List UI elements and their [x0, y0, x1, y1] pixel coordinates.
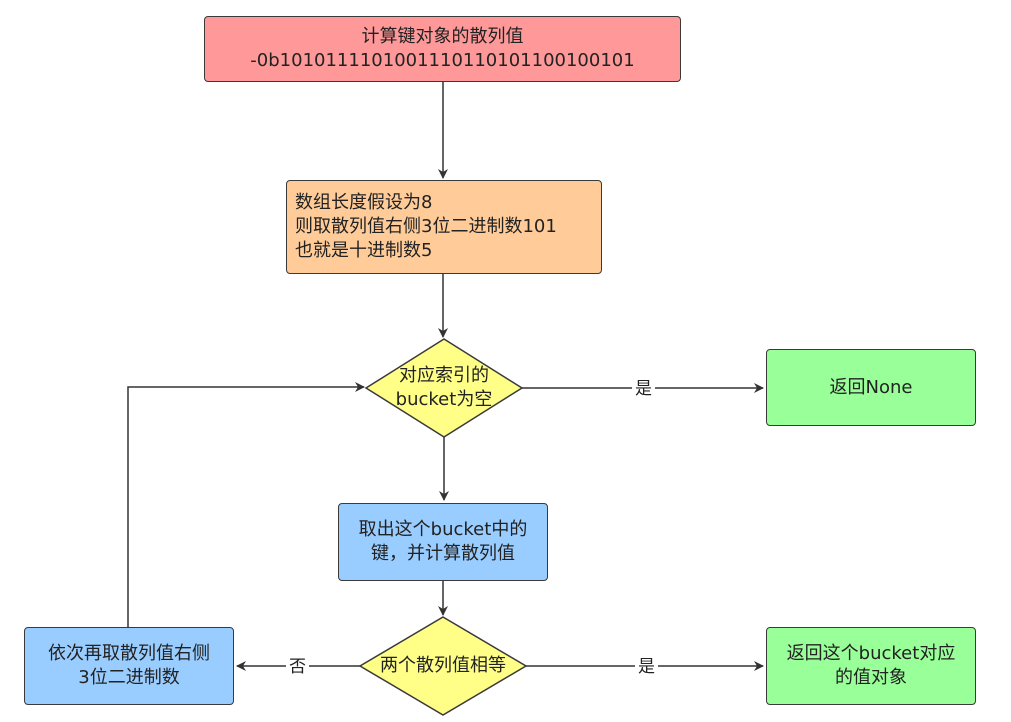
array-length-line2: 则取散列值右侧3位二进制数101 — [295, 216, 557, 237]
return-none-node: 返回None — [766, 349, 976, 426]
array-length-line3: 也就是十进制数5 — [295, 240, 433, 261]
take-key-line2: 键，并计算散列值 — [371, 543, 515, 564]
return-value-node: 返回这个bucket对应 的值对象 — [766, 627, 976, 705]
bucket-empty-text: 对应索引的 bucket为空 — [366, 339, 522, 437]
bucket-empty-line1: 对应索引的 — [399, 365, 489, 386]
next-bits-line1: 依次再取散列值右侧 — [48, 643, 210, 664]
bucket-empty-line2: bucket为空 — [395, 389, 493, 410]
return-value-line2: 的值对象 — [835, 667, 907, 688]
hash-equal-diamond — [358, 616, 528, 716]
return-value-line1: 返回这个bucket对应 — [786, 643, 956, 664]
hash-equal-text: 两个散列值相等 — [360, 617, 526, 715]
take-key-node: 取出这个bucket中的 键，并计算散列值 — [338, 503, 548, 581]
compute-hash-node: 计算键对象的散列值 -0b101011110100111011010110010… — [204, 16, 681, 82]
edge-label-equal-no: 否 — [286, 657, 309, 677]
array-length-line1: 数组长度假设为8 — [295, 192, 433, 213]
hash-equal-label: 两个散列值相等 — [380, 655, 506, 676]
return-none-label: 返回None — [829, 376, 913, 398]
edge-label-equal-yes: 是 — [635, 657, 658, 677]
edge-nextbits-loop — [127, 382, 365, 627]
take-key-line1: 取出这个bucket中的 — [358, 519, 528, 540]
next-bits-line2: 3位二进制数 — [78, 667, 180, 688]
next-bits-node: 依次再取散列值右侧 3位二进制数 — [24, 627, 234, 705]
array-length-node: 数组长度假设为8 则取散列值右侧3位二进制数101 也就是十进制数5 — [286, 180, 602, 274]
edge-label-empty-yes: 是 — [632, 379, 655, 399]
compute-hash-line2: -0b1010111101001110110101100100101 — [250, 50, 635, 71]
compute-hash-line1: 计算键对象的散列值 — [361, 26, 524, 47]
